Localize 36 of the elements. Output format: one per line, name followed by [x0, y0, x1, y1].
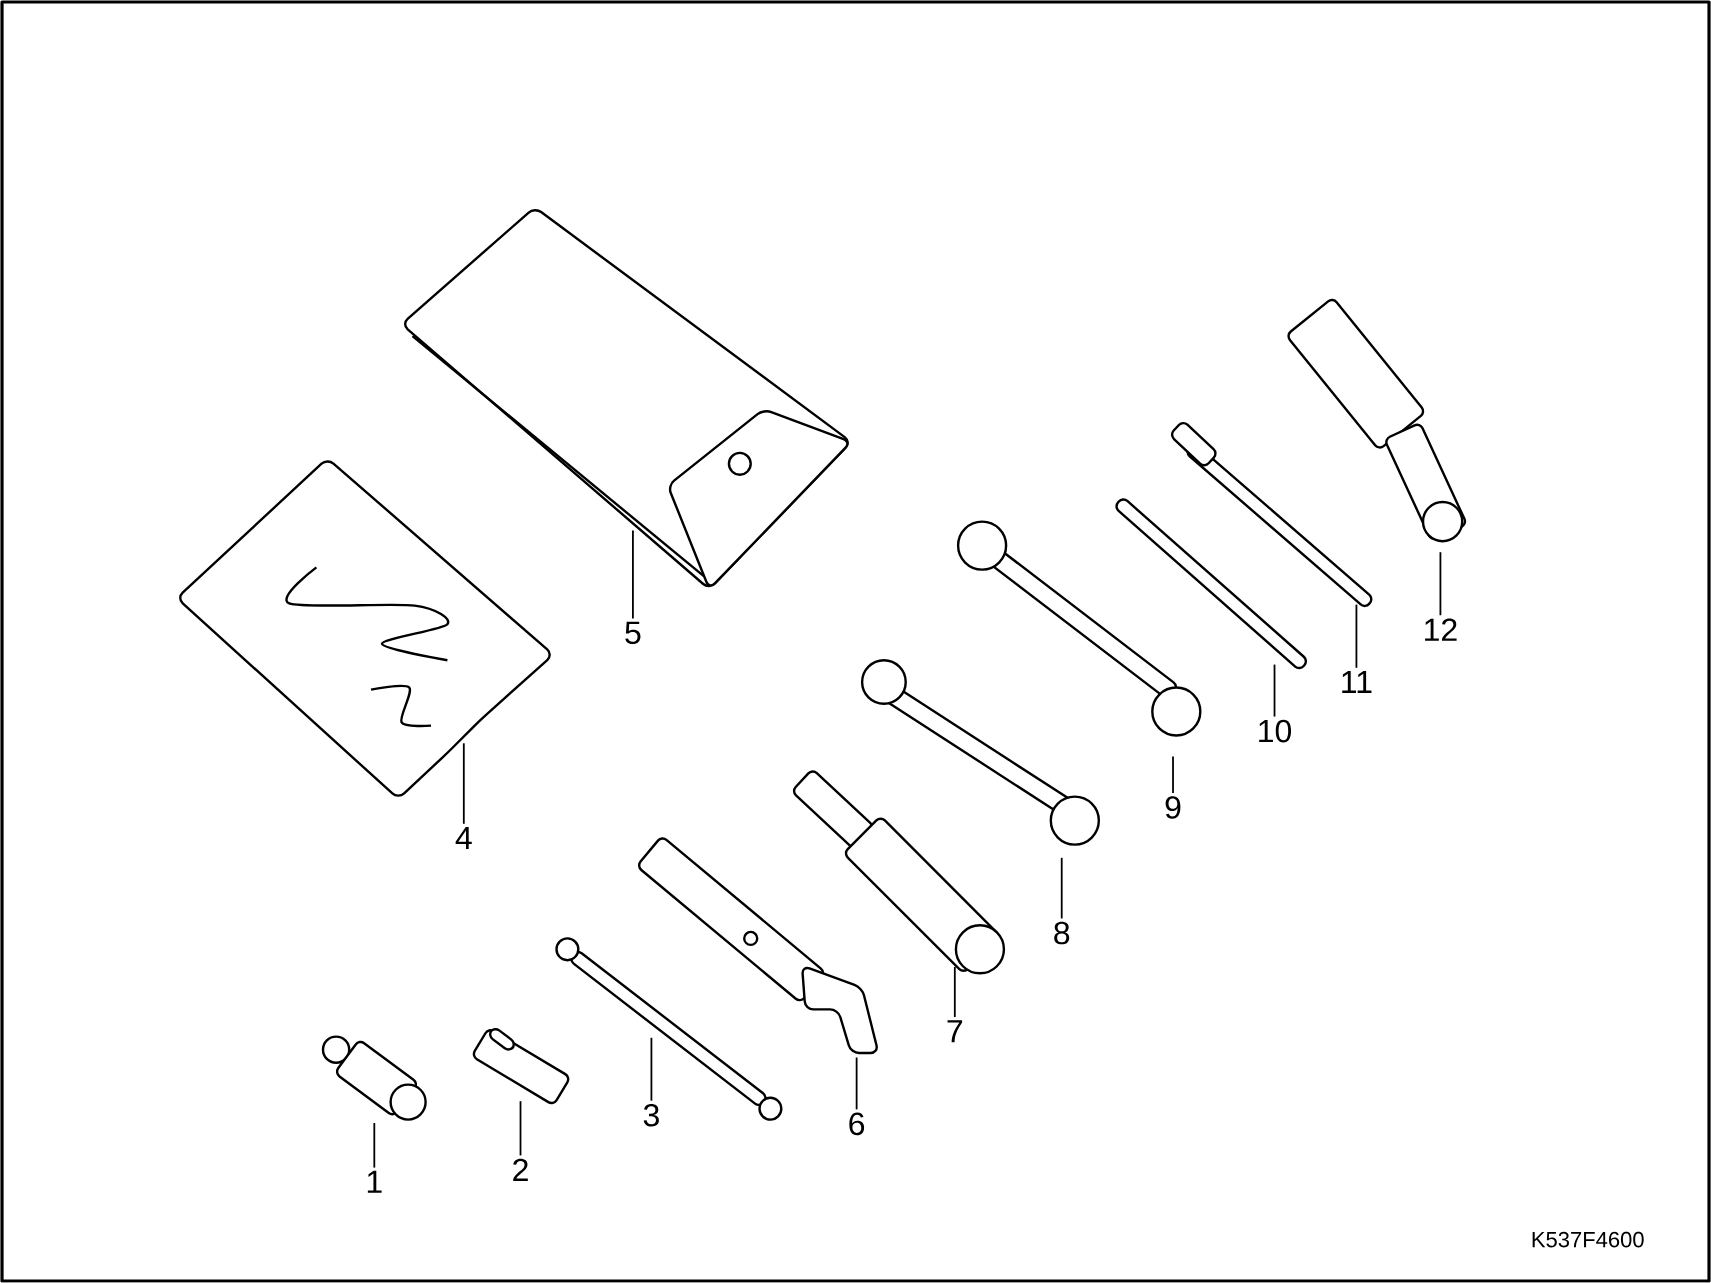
- callout-number: 10: [1259, 719, 1292, 743]
- open-wrench-drawing: [860, 659, 1100, 846]
- callout-number: 11: [1342, 671, 1372, 693]
- clip-drawing: [472, 1028, 570, 1105]
- hook-spanner-drawing: [637, 837, 878, 1055]
- callout-number: 7: [947, 1020, 963, 1043]
- screwdriver-shaft-drawing: [1115, 498, 1308, 670]
- document-bag-drawing: [179, 460, 551, 797]
- callout-number: 6: [849, 1112, 865, 1136]
- leader-line: [953, 966, 956, 1018]
- tool-pouch-drawing: [403, 209, 849, 588]
- callout-number: 4: [455, 827, 472, 849]
- callout-number: 5: [625, 621, 641, 645]
- plug-wrench-drawing: [792, 770, 1006, 975]
- leader-line: [1273, 663, 1276, 718]
- leader-line: [462, 742, 465, 825]
- open-wrench-drawing: [956, 520, 1202, 737]
- leader-line: [650, 1036, 653, 1102]
- leader-line: [373, 1122, 376, 1169]
- callout-number: 2: [513, 1158, 528, 1181]
- socket-drawing: [321, 1035, 427, 1121]
- leader-line: [632, 529, 634, 620]
- leader-line: [855, 1056, 858, 1111]
- callout-number: 12: [1425, 618, 1457, 641]
- screwdriver-handle-drawing: [1287, 298, 1467, 543]
- figure-code: K537F4600: [1532, 1231, 1644, 1248]
- leader-line: [1172, 755, 1174, 794]
- leader-line: [1355, 603, 1358, 669]
- callout-number: 8: [1054, 921, 1070, 945]
- leader-line: [1060, 856, 1063, 920]
- leader-line: [519, 1100, 522, 1157]
- callout-number: 1: [367, 1170, 382, 1193]
- callout-number: 9: [1165, 796, 1181, 819]
- screwdriver-drawing: [1170, 421, 1373, 608]
- callout-number: 3: [643, 1103, 659, 1127]
- leader-line: [1439, 551, 1442, 617]
